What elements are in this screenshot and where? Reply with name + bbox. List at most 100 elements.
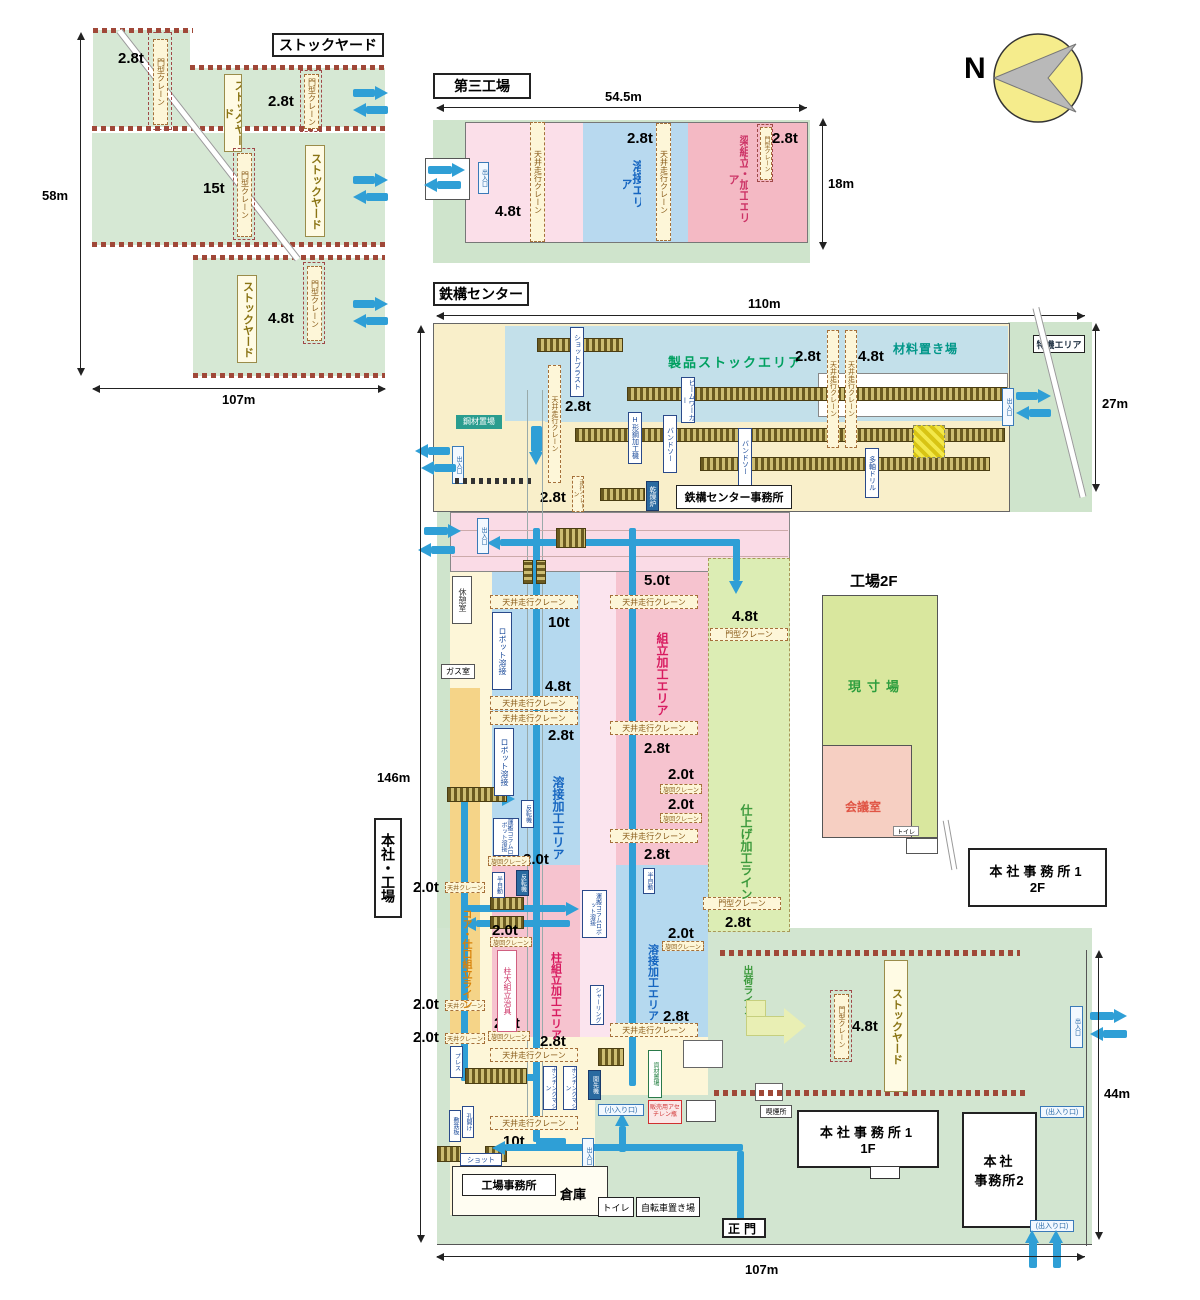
dimension-arrowhead: [77, 32, 85, 40]
dimension-arrowhead: [1077, 312, 1085, 320]
gate-crane-label: 門型クレーン: [760, 127, 772, 180]
flow-arrow: [424, 527, 448, 535]
head-office1-name: 本社事務所1: [819, 1125, 917, 1140]
gas-room: ガス室: [441, 664, 475, 679]
flow-arrow: [1016, 392, 1038, 400]
shipping-arrow-body: [746, 1016, 786, 1036]
crane-capacity: 4.8t: [545, 678, 571, 695]
toilet-label: トイレ: [598, 1197, 634, 1217]
stockyard-area-1b: [190, 68, 385, 127]
overhead-crane-label: 天井走行クレーン: [530, 122, 545, 242]
main-gate-label: 正門: [722, 1218, 766, 1238]
entrance-paren-label: (出入り口): [1040, 1106, 1084, 1118]
crane-capacity: 2.0t: [492, 922, 518, 939]
crane-capacity: 2.8t: [627, 130, 653, 147]
shot-blast-machine: ショットブラスト: [570, 327, 584, 397]
dimension-line: [437, 107, 807, 108]
stockyard-label: ストックヤード: [884, 960, 908, 1092]
dryer-machine: 乾燥炉: [646, 481, 659, 511]
crane-capacity: 2.8t: [548, 727, 574, 744]
smoking-area-label: 喫煙所: [760, 1105, 792, 1118]
rail: [465, 1068, 527, 1084]
overhead-crane-label: 天井走行クレーン: [490, 595, 578, 609]
head-office2: 本社 事務所2: [962, 1112, 1037, 1228]
dimension-arrowhead: [799, 104, 807, 112]
rail: [536, 560, 546, 584]
dimension-arrowhead: [77, 368, 85, 376]
flow-arrowhead: [615, 1113, 629, 1126]
flow-arrowhead: [566, 902, 579, 916]
crane-capacity: 4.8t: [495, 203, 521, 220]
dimension-line: [437, 315, 1085, 316]
crane-capacity: 2.8t: [663, 1008, 689, 1025]
crane-capacity: 2.8t: [772, 130, 798, 147]
beam-area-label: 梁組立・加工エリア: [728, 135, 748, 223]
hatched-zone: [913, 425, 945, 458]
weld-area-label-2: 溶接加工エリア: [646, 944, 659, 1021]
crane-capacity: 2.0t: [668, 796, 694, 813]
overhead-crane-label: 天井走行クレーン: [610, 595, 698, 609]
assembly-area-label: 組立加工エリア: [655, 632, 669, 716]
factory-office-label: 工場事務所: [462, 1174, 556, 1196]
gate-crane-label: 門型クレーン: [710, 628, 788, 641]
gate-crane-label: 門型クレーン: [304, 74, 319, 129]
flow-arrowhead: [353, 314, 366, 328]
overhead-crane-label: 天井走行クレーン: [610, 829, 698, 843]
fixture: [683, 1040, 723, 1068]
hq-center-corridor: [580, 572, 616, 1040]
rail-dark: [455, 478, 535, 484]
crane-capacity: 2.8t: [725, 914, 751, 931]
dimension-arrowhead: [1092, 323, 1100, 331]
stockyard-label: ストックヤード: [305, 145, 325, 237]
band-saw-machine: バンドソー: [738, 428, 752, 486]
material-area-label: 材料置き場: [893, 342, 959, 356]
factory3-title: 第三工場: [433, 73, 531, 99]
overhead-crane-label: 天井走行クレーン: [610, 1023, 698, 1037]
compass: [988, 28, 1088, 128]
flow-arrow: [531, 426, 542, 452]
flow-arrow: [366, 317, 388, 325]
dimension-line: [437, 1256, 1085, 1257]
flow-arrow: [437, 181, 461, 189]
flow-arrow: [1029, 409, 1051, 417]
crane-rail: [720, 950, 1020, 956]
flow-line-main: [533, 528, 540, 1142]
head-office2-line1: 本社: [983, 1154, 1016, 1169]
crane-capacity: 2.8t: [795, 348, 821, 365]
stockyard-label: ストックヤード: [224, 74, 242, 152]
gate-crane-label: 門型クレーン: [237, 153, 252, 237]
rail-line: [452, 556, 788, 557]
shearing-machine: シャーリング: [590, 985, 604, 1025]
flow-arrowhead: [1090, 1027, 1103, 1041]
press-machine: プレス: [450, 1046, 463, 1078]
dimension-line: [93, 388, 385, 389]
h-steel-machine: H形鋼加工機: [628, 412, 642, 464]
entrance-label: 出入口: [478, 162, 489, 194]
crane-capacity: 4.8t: [858, 348, 884, 365]
ceiling-crane-label: 天井クレーン: [445, 1033, 485, 1044]
rail: [490, 916, 524, 929]
stockyard-area-1a: [93, 30, 190, 127]
flow-arrowhead: [729, 581, 743, 594]
dimension-arrowhead: [417, 1235, 425, 1243]
flow-arrowhead: [452, 163, 465, 177]
crane-capacity: 2.8t: [644, 740, 670, 757]
stockyard-label: ストックヤード: [237, 275, 257, 363]
flow-arrow: [366, 106, 388, 114]
dimension-18m: 18m: [828, 176, 855, 191]
head-office1-2f-name: 本社事務所1: [989, 863, 1086, 879]
flow-branch-up: [619, 1126, 626, 1152]
crane-rail: [193, 255, 385, 260]
finishing-line-label: 仕上げ加工ライン: [739, 804, 753, 900]
swing-crane-label: 旋回クレーン: [660, 784, 702, 794]
flow-arrowhead: [1016, 406, 1029, 420]
dimension-arrowhead: [819, 118, 827, 126]
flow-arrowhead: [418, 543, 431, 557]
dimension-54-5m: 54.5m: [605, 89, 642, 104]
flow-line-drop: [733, 539, 740, 581]
gate-crane-label: 門型クレーン: [153, 39, 168, 125]
semi-auto-welder: 半自動: [492, 872, 505, 898]
dimension-line: [1098, 952, 1099, 1238]
flow-arrow: [353, 300, 375, 308]
